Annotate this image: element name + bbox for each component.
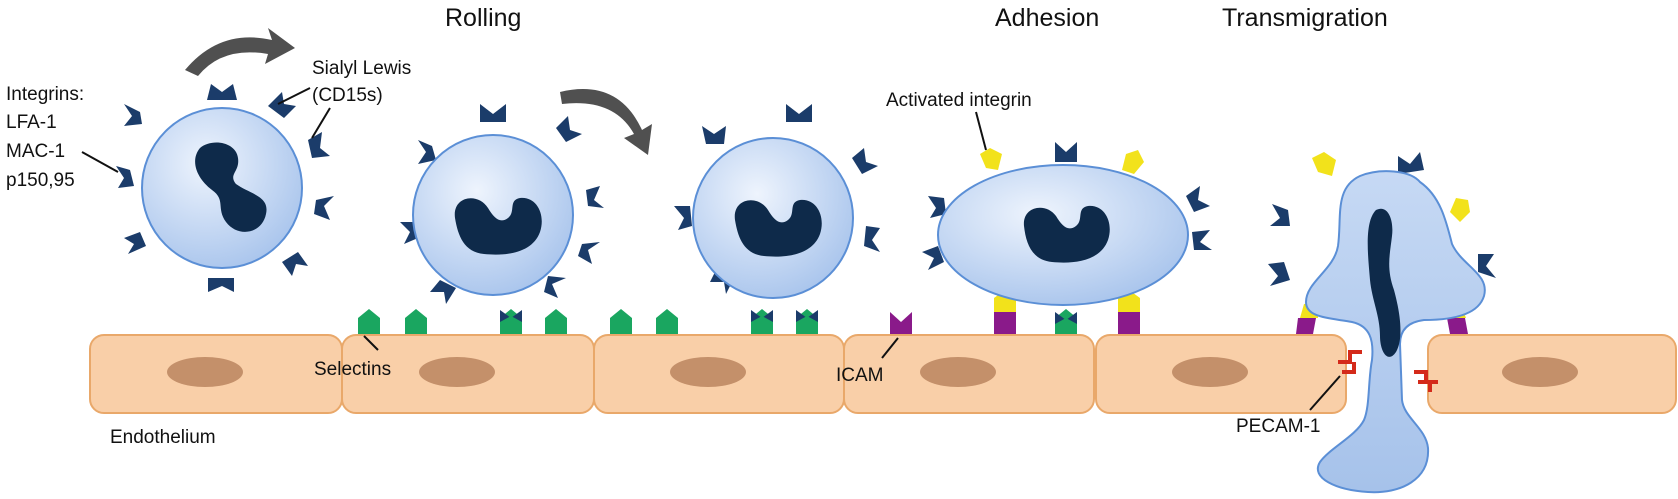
selectin	[358, 309, 380, 334]
receptor	[124, 104, 142, 126]
icam	[890, 312, 912, 334]
rotation-arrow-icon	[185, 28, 295, 76]
activated-integrin	[1312, 152, 1336, 176]
receptor	[544, 276, 566, 298]
annotation-labels: Integrins: LFA-1 MAC-1 p150,95 Sialyl Le…	[6, 58, 1320, 448]
receptor	[308, 132, 330, 158]
sialyl-lewis-cd15s-label: (CD15s)	[312, 85, 383, 106]
activated-integrin-label: Activated integrin	[886, 90, 1032, 111]
sialyl-lewis-label: Sialyl Lewis	[312, 58, 411, 79]
integrin-mac1-label: MAC-1	[6, 141, 65, 162]
receptor	[116, 166, 134, 188]
leukocyte-rolling-2	[674, 104, 880, 334]
receptor	[1398, 152, 1424, 174]
leukocyte-free	[116, 84, 334, 292]
receptor	[314, 196, 334, 220]
receptor	[702, 126, 726, 144]
receptor	[586, 186, 604, 208]
endothelial-cell	[1427, 334, 1677, 414]
nucleus	[734, 199, 822, 257]
selectins	[358, 309, 1077, 334]
endothelium-label: Endothelium	[110, 427, 216, 448]
endothelial-cell	[593, 334, 845, 414]
receptor	[786, 104, 812, 122]
activated-integrin	[980, 148, 1002, 170]
activated-integrin	[1450, 198, 1470, 222]
receptor	[1055, 142, 1077, 162]
icam	[1296, 318, 1316, 334]
leukocyte-rolling-1	[400, 104, 604, 334]
nucleus	[195, 142, 267, 232]
leukocyte-adhesion	[922, 142, 1212, 334]
stage-title-adhesion: Adhesion	[995, 4, 1099, 32]
receptor	[207, 84, 237, 100]
receptor	[1478, 254, 1496, 278]
icam	[994, 310, 1016, 334]
receptor	[928, 196, 946, 218]
selectin	[656, 309, 678, 334]
endothelial-cell	[89, 334, 343, 414]
activated-integrin	[1122, 150, 1144, 174]
receptor	[430, 280, 456, 304]
integrin-lfa1-label: LFA-1	[6, 112, 57, 133]
leukocyte-transmigrating	[1268, 152, 1496, 494]
endothelial-cell	[843, 334, 1095, 414]
icam-molecules	[890, 310, 1468, 334]
pecam	[1414, 370, 1438, 392]
stage-titles: Rolling Adhesion Transmigration	[445, 4, 1388, 32]
receptor	[578, 242, 600, 264]
nucleus	[1023, 205, 1110, 263]
selectin	[610, 309, 632, 334]
integrin-p150-label: p150,95	[6, 170, 75, 191]
pecam-label: PECAM-1	[1236, 416, 1320, 437]
receptor	[124, 232, 146, 254]
endothelial-cell	[341, 334, 595, 414]
receptor	[674, 206, 692, 230]
stage-title-transmigration: Transmigration	[1222, 4, 1388, 32]
icam	[1447, 318, 1468, 334]
rotation-arrow-icon	[560, 89, 652, 155]
leader-lines	[81, 87, 1341, 411]
receptor	[1270, 204, 1290, 226]
receptor	[864, 226, 880, 252]
receptor	[1268, 262, 1290, 286]
receptor	[268, 92, 296, 118]
receptor	[1192, 230, 1212, 250]
icam	[1118, 310, 1140, 334]
receptors	[116, 84, 334, 292]
receptor	[852, 148, 878, 174]
stage-title-rolling: Rolling	[445, 4, 521, 32]
pecam	[1338, 350, 1362, 374]
receptor	[282, 252, 308, 276]
icam-label: ICAM	[836, 365, 884, 386]
receptor	[208, 278, 234, 292]
receptor	[480, 104, 506, 122]
receptor	[418, 140, 436, 164]
selectins-label: Selectins	[314, 359, 391, 380]
endothelial-cell	[1095, 334, 1347, 414]
integrins-label: Integrins:	[6, 84, 84, 105]
pecam-molecules	[1338, 350, 1438, 392]
receptor	[922, 246, 944, 270]
receptor	[1186, 186, 1210, 212]
nucleus	[1367, 208, 1401, 357]
rotation-arrows	[185, 28, 652, 155]
endothelium	[89, 334, 1677, 414]
selectin	[545, 309, 567, 334]
receptor	[556, 116, 582, 142]
selectin	[405, 309, 427, 334]
nucleus	[454, 197, 542, 255]
